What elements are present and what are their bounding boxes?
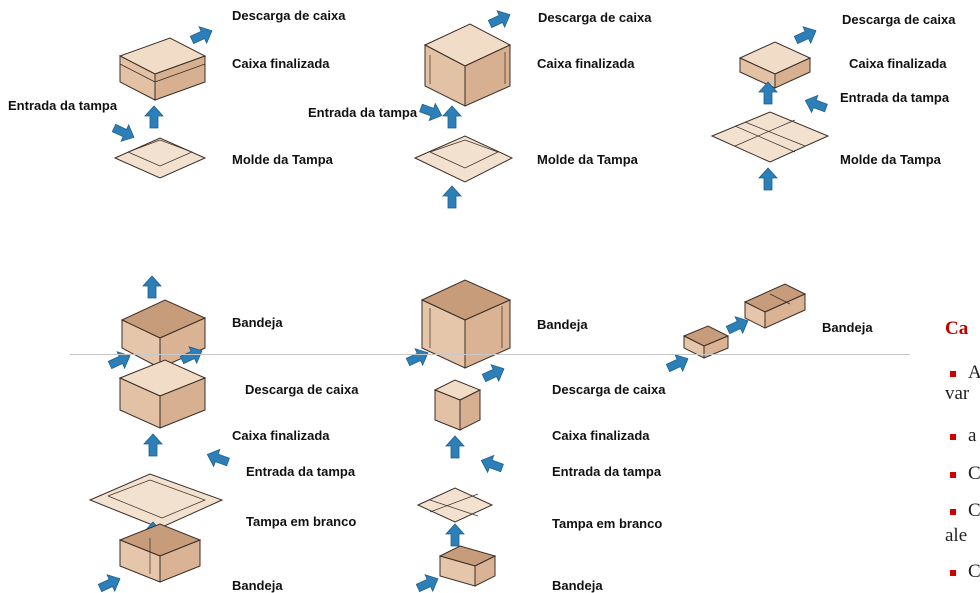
label-finalizada-4: Caixa finalizada <box>232 428 330 443</box>
unload-arrow-5 <box>479 360 509 387</box>
label-finalizada-3: Caixa finalizada <box>849 56 947 71</box>
tray-1 <box>120 299 207 369</box>
up-arrow-4a <box>143 433 163 457</box>
label-entrada-5: Entrada da tampa <box>552 464 662 479</box>
finished-box-3 <box>738 41 812 89</box>
bullet-5 <box>950 570 956 576</box>
side-line-6: ale <box>945 525 968 546</box>
lid-blank-5 <box>416 487 494 523</box>
label-tampa-5: Tampa em branco <box>552 516 663 531</box>
lid-input-arrow-1 <box>109 119 139 146</box>
label-bandeja-1: Bandeja <box>232 315 283 330</box>
lid-input-arrow-2 <box>417 99 446 125</box>
up-arrow-5a <box>445 435 465 459</box>
tray-5 <box>438 545 497 587</box>
lid-blank-4 <box>88 473 224 529</box>
unload-arrow-1 <box>187 22 217 49</box>
tray-3-small <box>682 325 730 359</box>
label-finalizada-2: Caixa finalizada <box>537 56 635 71</box>
side-line-1: A <box>968 362 980 383</box>
lid-mold-1 <box>113 137 207 179</box>
side-line-7: C <box>968 561 980 582</box>
label-entrada-4: Entrada da tampa <box>246 464 356 479</box>
label-tampa-4: Tampa em branco <box>246 514 357 529</box>
lid-mold-3 <box>710 111 830 163</box>
label-molde-3: Molde da Tampa <box>840 152 941 167</box>
finished-box-2 <box>423 23 512 107</box>
side-line-2: var <box>945 383 970 404</box>
label-bandeja-5: Bandeja <box>552 578 603 593</box>
label-descarga-5: Descarga de caixa <box>552 382 666 397</box>
label-bandeja-2: Bandeja <box>537 317 588 332</box>
tray-input-arrow-4 <box>95 570 125 593</box>
up-arrow-3b <box>758 167 778 191</box>
lid-input-arrow-3 <box>801 91 830 117</box>
label-descarga-1: Descarga de caixa <box>232 8 346 23</box>
label-entrada-2: Entrada da tampa <box>308 105 418 120</box>
finished-box-4 <box>118 359 207 429</box>
bullet-4 <box>950 509 956 515</box>
label-descarga-4: Descarga de caixa <box>245 382 359 397</box>
bullet-1 <box>950 371 956 377</box>
label-bandeja-4: Bandeja <box>232 578 283 593</box>
lid-mold-2 <box>413 135 514 183</box>
up-arrow-2b <box>442 185 462 209</box>
side-line-4: C <box>968 463 980 484</box>
row-divider <box>70 354 910 355</box>
label-descarga-2: Descarga de caixa <box>538 10 652 25</box>
side-line-5: C <box>968 500 980 521</box>
bullet-2 <box>950 434 956 440</box>
label-descarga-3: Descarga de caixa <box>842 12 956 27</box>
tray-2 <box>420 279 512 369</box>
unload-arrow-3 <box>791 22 821 49</box>
unload-arrow-2 <box>485 6 515 33</box>
label-entrada-1: Entrada da tampa <box>8 98 118 113</box>
label-molde-2: Molde da Tampa <box>537 152 638 167</box>
finished-box-1 <box>118 37 207 101</box>
label-entrada-3: Entrada da tampa <box>840 90 950 105</box>
side-line-3: a <box>968 425 977 446</box>
label-finalizada-1: Caixa finalizada <box>232 56 330 71</box>
tray-4 <box>118 523 202 583</box>
up-arrow-1a <box>144 105 164 129</box>
lid-input-arrow-5 <box>477 451 506 477</box>
label-bandeja-3: Bandeja <box>822 320 873 335</box>
tray-3 <box>743 283 807 329</box>
up-arrow-1b <box>142 275 162 299</box>
label-finalizada-5: Caixa finalizada <box>552 428 650 443</box>
side-title: Ca <box>945 318 969 339</box>
up-arrow-2a <box>442 105 462 129</box>
lid-input-arrow-4 <box>203 445 232 471</box>
bullet-3 <box>950 472 956 478</box>
finished-box-5 <box>433 379 482 431</box>
up-arrow-5b <box>445 523 465 547</box>
label-molde-1: Molde da Tampa <box>232 152 333 167</box>
tray-input-arrow-5 <box>413 570 443 593</box>
